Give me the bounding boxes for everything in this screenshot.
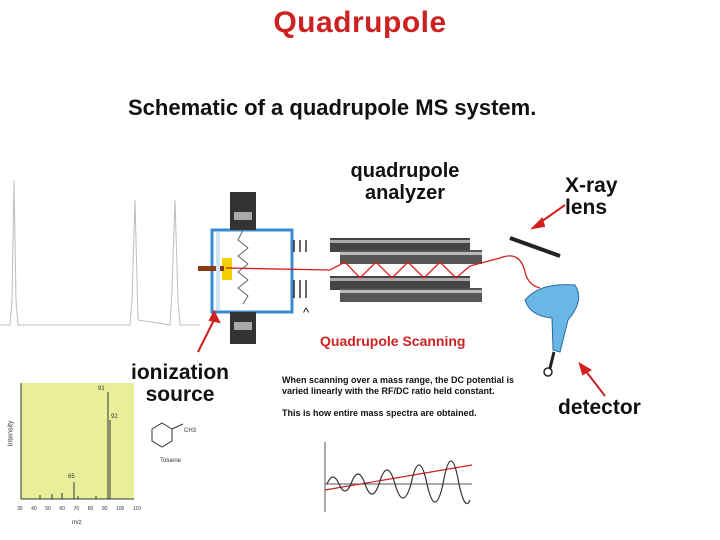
- x-tick-label: 30: [17, 506, 23, 512]
- quadrupole-rods: [330, 238, 482, 302]
- inset-peak-label: 91: [98, 386, 105, 392]
- xray-lens-label: X-ray lens: [565, 174, 618, 219]
- rf-wave: [326, 460, 471, 505]
- inset-peak-label: 65: [68, 474, 75, 480]
- scanning-waveform: [324, 442, 473, 512]
- substituent-label: CH3: [184, 428, 197, 434]
- toluene-structure: [151, 422, 184, 448]
- x-tick-label: 110: [132, 506, 141, 512]
- scanning-title: Quadrupole Scanning: [320, 333, 466, 349]
- diagram-subtitle: Schematic of a quadrupole MS system.: [128, 95, 537, 120]
- x-tick-label: 80: [87, 506, 94, 512]
- molecule-label: Toluene: [160, 458, 182, 464]
- xray-lens-bar: [509, 236, 561, 258]
- inset-mass-spectrum: [20, 383, 134, 500]
- x-tick-label: 90: [101, 506, 108, 512]
- x-tick-label: 70: [73, 506, 80, 512]
- inset-y-axis-label: Intensity: [7, 420, 15, 447]
- x-tick-label: 60: [59, 506, 65, 512]
- scanning-description: When scanning over a mass range, the DC …: [282, 375, 515, 396]
- ion-trajectory: [225, 255, 541, 289]
- x-tick-label: 40: [31, 506, 37, 512]
- x-tick-label: 100: [115, 506, 125, 512]
- scanning-note: This is how entire mass spectra are obta…: [282, 408, 477, 418]
- annotation-arrows: [197, 204, 606, 397]
- inset-peak-label: 92: [111, 414, 118, 420]
- ionization-source-label: ionization source: [131, 361, 229, 406]
- background-spectrum-trace: [0, 179, 200, 326]
- caret-mark: ^: [303, 305, 310, 320]
- slide-title: Quadrupole: [273, 6, 447, 39]
- inset-x-axis-label: m/z: [72, 520, 82, 526]
- ionization-source-housing: [198, 192, 294, 344]
- quadrupole-analyzer-label: quadrupole analyzer: [350, 160, 460, 204]
- detector-label: detector: [558, 396, 641, 419]
- detector-cone: [524, 284, 580, 377]
- inset-x-ticks: 30 40 50 60 70 80 90 100 110: [17, 506, 141, 512]
- x-tick-label: 50: [45, 506, 51, 512]
